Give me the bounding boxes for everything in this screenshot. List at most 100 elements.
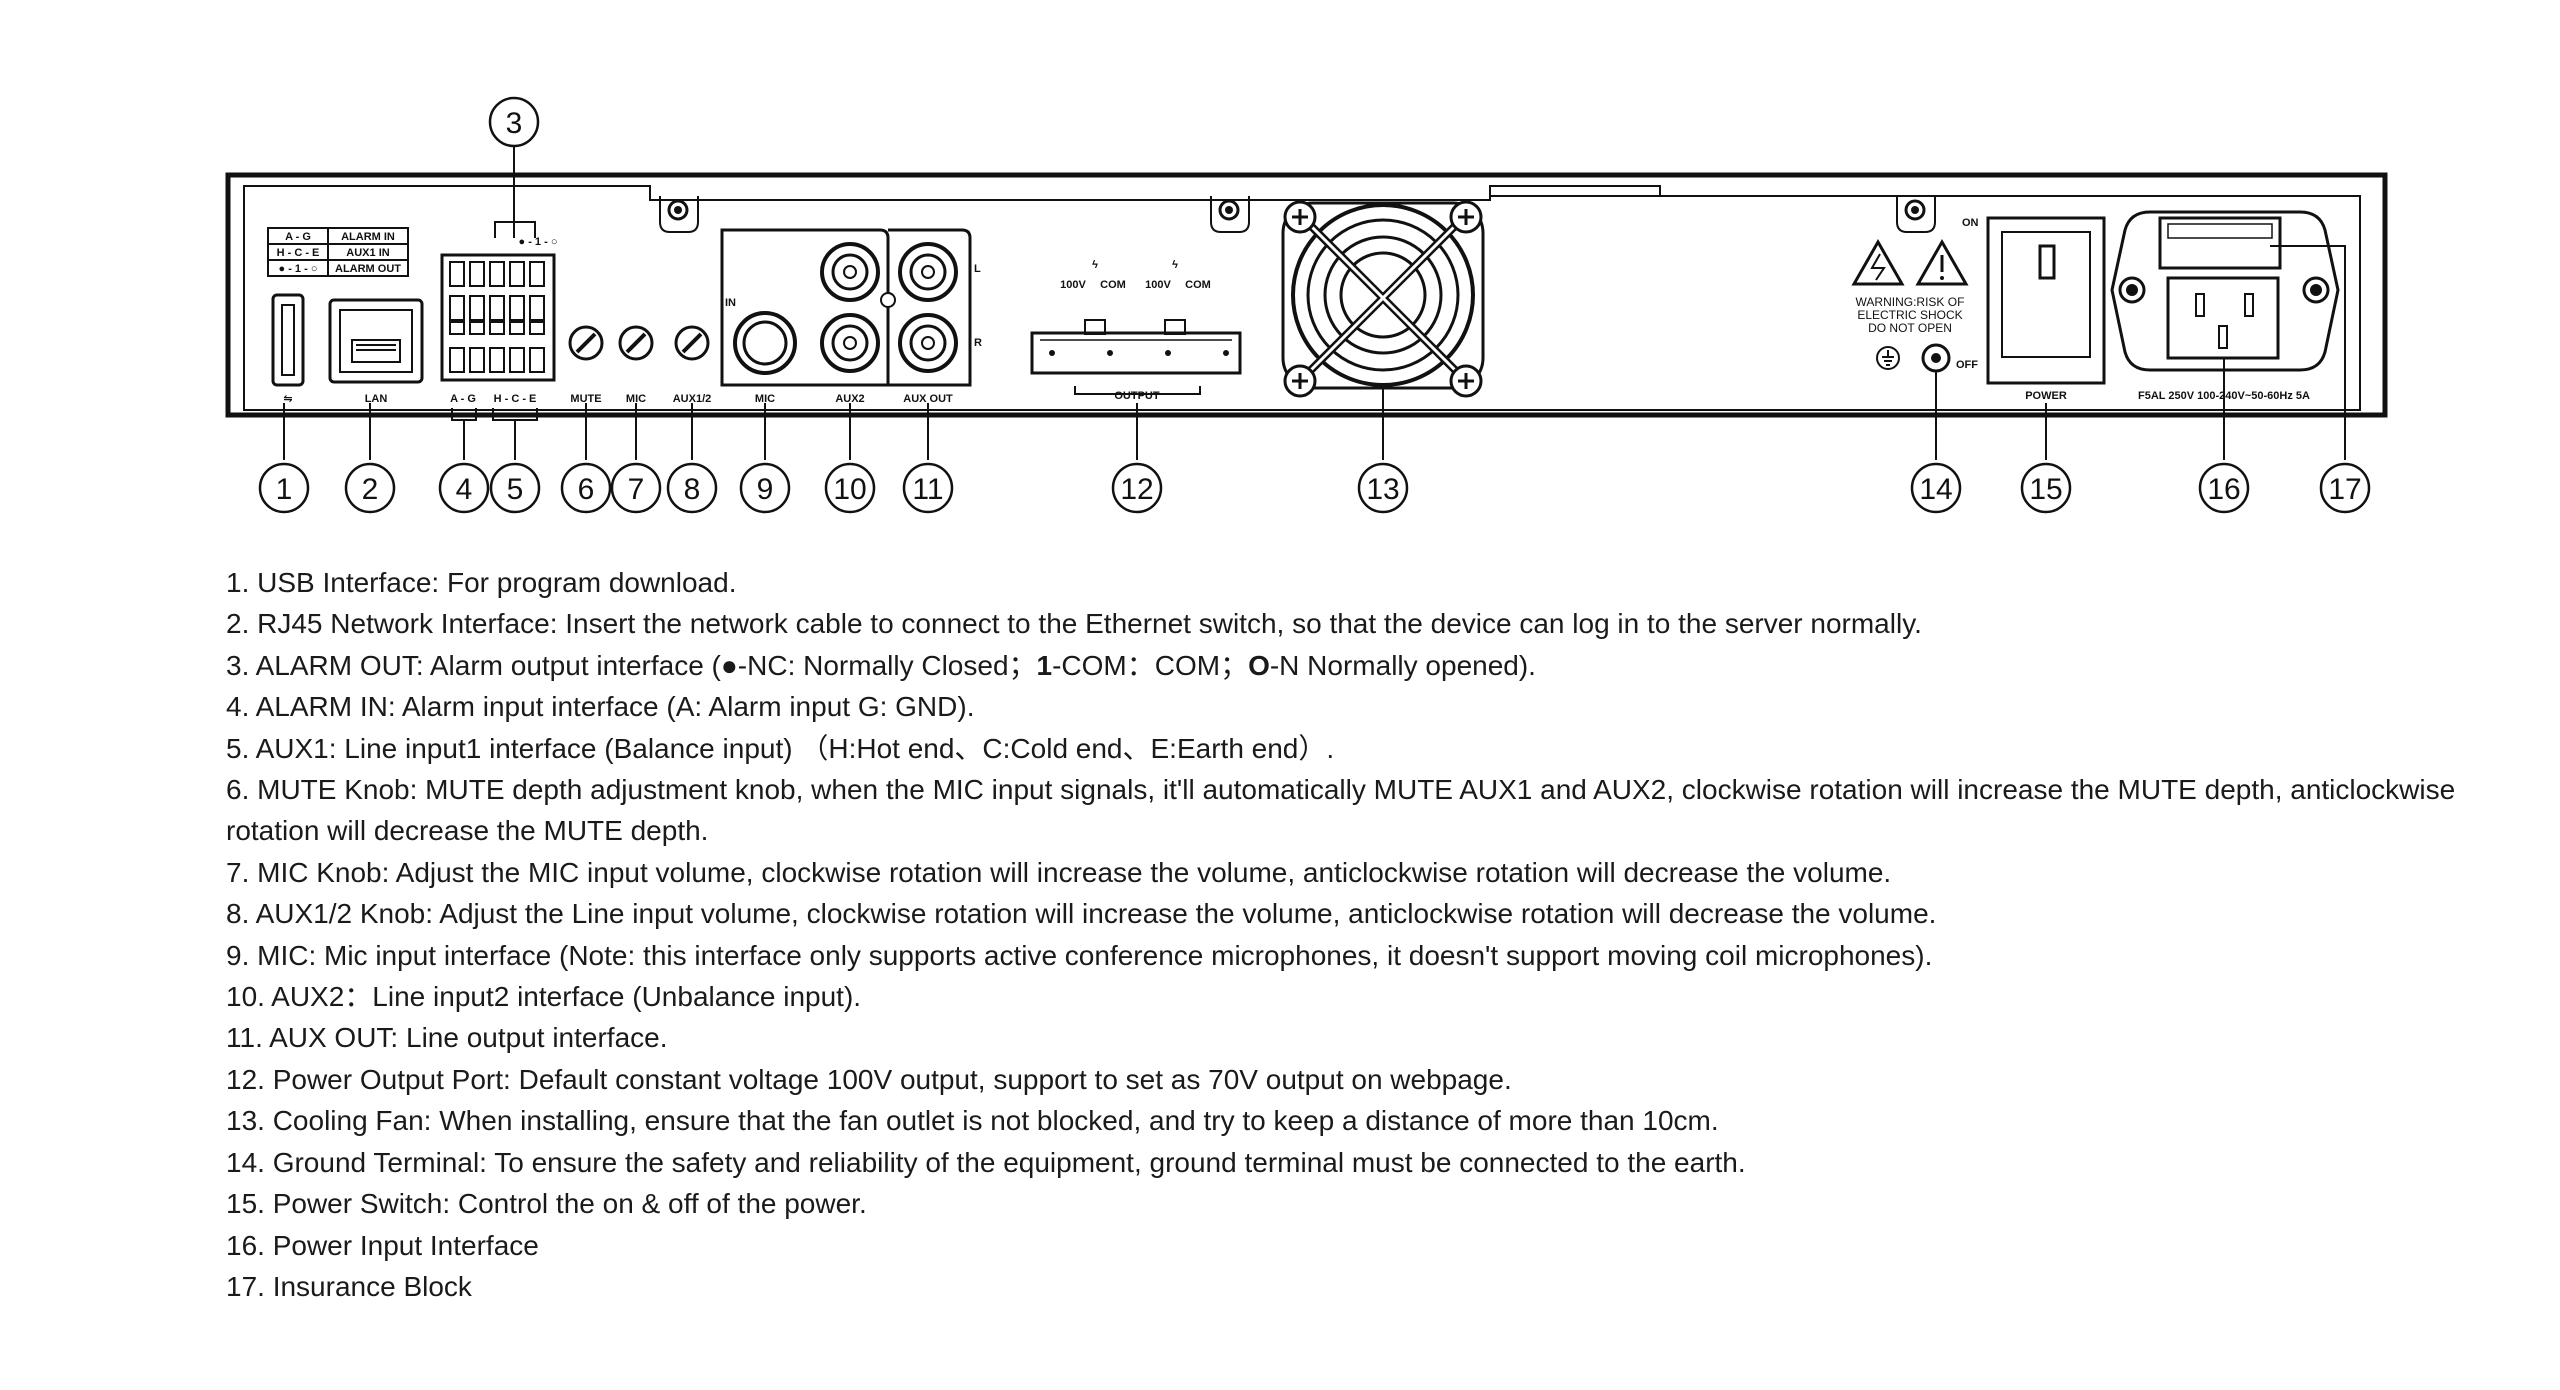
- terminal-cell: [509, 261, 525, 287]
- bolt-icon: ϟ: [1172, 259, 1178, 271]
- callout-number-1: 1: [276, 473, 293, 506]
- off-label: OFF: [1956, 359, 1978, 371]
- callout-circle-2: [344, 462, 396, 514]
- terminal-cell: [469, 261, 485, 287]
- legend-alarm-out-mark: ● - 1 - ○: [279, 263, 318, 275]
- legend-aux1-in: AUX1 IN: [346, 247, 389, 259]
- callout-number-4: 4: [456, 473, 473, 506]
- callout-number-14: 14: [1919, 473, 1952, 506]
- l-label: L: [974, 263, 981, 275]
- shock-warning: WARNING:RISK OF ELECTRIC SHOCK DO NOT OP…: [1851, 238, 1969, 373]
- mic-knob: [618, 325, 654, 361]
- terminal-cell: [489, 261, 505, 287]
- terminal-cell: [509, 321, 525, 335]
- callout-number-5: 5: [507, 473, 524, 506]
- description-item: 7. MIC Knob: Adjust the MIC input volume…: [226, 856, 1892, 888]
- bolt-icon: ϟ: [1092, 259, 1098, 271]
- alarm-out-mark: ● - 1 - ○: [519, 236, 558, 248]
- output-label: OUTPUT: [1114, 390, 1160, 402]
- port-legend: A - G ALARM IN H - C - E AUX1 IN ● - 1 -…: [267, 227, 409, 277]
- description-item: 15. Power Switch: Control the on & off o…: [226, 1188, 867, 1220]
- callout-circle-17: [2319, 462, 2371, 514]
- item3-prefix: 3. ALARM OUT: Alarm output interface (: [226, 649, 721, 681]
- terminal-cell: [449, 295, 465, 321]
- callout-circle-7: [610, 462, 662, 514]
- description-item-alarm-out: 3. ALARM OUT: Alarm output interface (● -…: [226, 645, 2456, 686]
- aux-out-label: AUX OUT: [903, 393, 953, 405]
- rear-panel-diagram: A - G ALARM IN H - C - E AUX1 IN ● - 1 -…: [225, 96, 2388, 514]
- callout-number-8: 8: [684, 473, 701, 506]
- usb-icon: ⇋: [283, 393, 292, 405]
- warning-line: WARNING:RISK OF: [1856, 295, 1965, 309]
- description-item: 8. AUX1/2 Knob: Adjust the Line input vo…: [226, 898, 1937, 930]
- description-item: 10. AUX2：Line input2 interface (Unbalanc…: [226, 981, 862, 1013]
- knobs: MUTE MIC AUX1/2: [568, 325, 711, 405]
- description-item: 5. AUX1: Line input1 interface (Balance …: [226, 732, 1335, 764]
- mute-knob: [568, 325, 604, 361]
- callout-number-2: 2: [362, 473, 379, 506]
- legend-alarm-in: ALARM IN: [341, 231, 395, 243]
- ground-terminal: [1921, 343, 1951, 373]
- callout-circle-4: [438, 462, 490, 514]
- callout-circle-15: [2020, 462, 2072, 514]
- terminal-label: COM: [1185, 279, 1211, 291]
- description-item: 6. MUTE Knob: MUTE depth adjustment knob…: [226, 774, 2456, 847]
- callout-circle-6: [560, 462, 612, 514]
- mute-label: MUTE: [570, 393, 601, 405]
- terminal-cell: [529, 347, 545, 373]
- speaker-output-terminal: ϟ ϟ 100V COM 100V COM OUTPUT: [1030, 259, 1242, 402]
- description-item: 4. ALARM IN: Alarm input interface (A: A…: [226, 691, 975, 723]
- terminal-cell: [469, 347, 485, 373]
- on-label: ON: [1962, 217, 1979, 229]
- callout-number-17: 17: [2328, 473, 2361, 506]
- terminal-cell: [449, 347, 465, 373]
- callout-number-10: 10: [833, 473, 866, 506]
- callout-circle-11: [902, 462, 954, 514]
- aux2-label: AUX2: [835, 393, 864, 405]
- description-item: 14. Ground Terminal: To ensure the safet…: [226, 1146, 1746, 1178]
- terminal-cell: [469, 321, 485, 335]
- nc-symbol: ●: [720, 649, 738, 681]
- callout-circle-12: [1111, 462, 1163, 514]
- terminal-label: 100V: [1060, 279, 1086, 291]
- audio-io-block: IN L R MIC AUX2 AUX OUT: [720, 228, 982, 405]
- callout-circle-13: [1357, 462, 1409, 514]
- power-switch: ON OFF POWER: [1956, 216, 2106, 402]
- callout-circle-1: [258, 462, 310, 514]
- description-item: 13. Cooling Fan: When installing, ensure…: [226, 1105, 1719, 1137]
- no-symbol: O: [1248, 649, 1270, 681]
- r-label: R: [974, 337, 982, 349]
- leader-lines: [283, 140, 2346, 460]
- mic-jack-label: MIC: [755, 393, 775, 405]
- terminal-cell: [489, 321, 505, 335]
- callout-circle-3: [488, 96, 540, 148]
- callout-number-12: 12: [1120, 473, 1153, 506]
- callout-number-3: 3: [506, 107, 523, 140]
- callout-number-6: 6: [578, 473, 595, 506]
- description-item: 2. RJ45 Network Interface: Insert the ne…: [226, 608, 1922, 640]
- lan-label: LAN: [365, 393, 388, 405]
- callout-circle-10: [824, 462, 876, 514]
- callout-circle-14: [1910, 462, 1962, 514]
- callout-circle-8: [666, 462, 718, 514]
- item3-com-text: -COM：COM；: [1052, 649, 1249, 681]
- callout-number-9: 9: [757, 473, 774, 506]
- terminal-cell: [469, 295, 485, 321]
- terminal-label: 100V: [1145, 279, 1171, 291]
- legend-alarm-out: ALARM OUT: [335, 263, 401, 275]
- callout-circle-5: [489, 462, 541, 514]
- terminal-cell: [489, 295, 505, 321]
- in-label: IN: [725, 297, 736, 309]
- cooling-fan: [1281, 200, 1485, 398]
- usb-port: ⇋: [271, 293, 305, 405]
- power-inlet: F5AL 250V 100-240V~50-60Hz 5A: [2110, 210, 2340, 402]
- terminal-cell: [529, 321, 545, 335]
- mic-knob-label: MIC: [626, 393, 646, 405]
- description-list: 1. USB Interface: For program download. …: [226, 562, 2456, 1307]
- warning-line: DO NOT OPEN: [1868, 321, 1952, 335]
- power-label: POWER: [2025, 390, 2067, 402]
- warning-line: ELECTRIC SHOCK: [1857, 308, 1962, 322]
- terminal-block-alarm-aux1: ● - 1 - ○ A - G H - C - E: [440, 236, 558, 405]
- callout-number-7: 7: [628, 473, 645, 506]
